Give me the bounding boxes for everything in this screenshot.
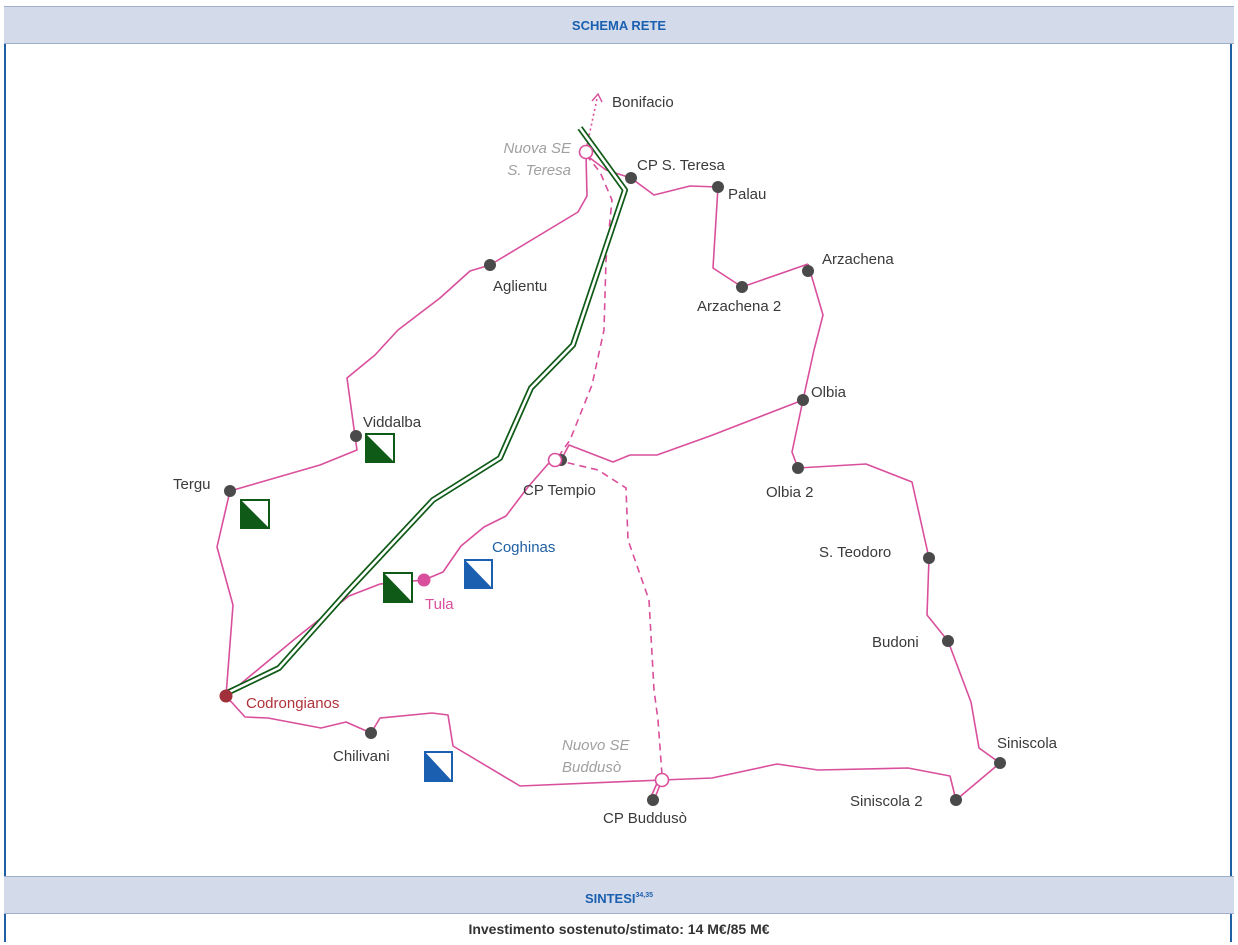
label-olbia: Olbia	[811, 384, 847, 401]
node-codrongianos	[219, 689, 233, 703]
new-substation-budduso	[654, 772, 670, 788]
node-olbia	[797, 394, 809, 406]
line-palau-arzachena	[712, 186, 809, 288]
label-codrongianos: Codrongianos	[246, 695, 339, 712]
label-siniscola-2: Siniscola 2	[850, 793, 923, 810]
label-nuovo-se: Nuovo SE	[562, 737, 631, 754]
content-frame	[4, 6, 1232, 942]
label-chilivani: Chilivani	[333, 748, 390, 765]
label-siniscola: Siniscola	[997, 735, 1058, 752]
node-arzachena-2	[736, 281, 748, 293]
label-palau: Palau	[728, 186, 766, 203]
schema-rete-header: SCHEMA RETE	[4, 6, 1234, 44]
label-coghinas: Coghinas	[492, 539, 555, 556]
label-budoni: Budoni	[872, 634, 919, 651]
node-aglientu	[484, 259, 496, 271]
label-cp-s-teresa: CP S. Teresa	[637, 157, 725, 174]
line-tempio-olbia	[560, 399, 804, 463]
wind-plant-tergu-icon	[240, 499, 270, 529]
label-aglientu: Aglientu	[493, 278, 547, 295]
arrow-bonifacio-icon	[591, 92, 603, 103]
line-olbia2-siniscola	[797, 463, 1001, 764]
node-budoni	[942, 635, 954, 647]
node-cp-budduso	[647, 794, 659, 806]
label-bonifacio: Bonifacio	[612, 94, 674, 111]
label-cp-tempio: CP Tempio	[523, 482, 596, 499]
label-s-teresa: S. Teresa	[507, 162, 571, 179]
sintesi-footnote-ref: 34,35	[635, 892, 654, 899]
investment-summary: Investimento sostenuto/stimato: 14 M€/85…	[468, 921, 770, 937]
node-tergu	[224, 485, 236, 497]
label-arzachena-2: Arzachena 2	[697, 298, 781, 315]
label-arzachena: Arzachena	[822, 251, 894, 268]
line-olbia-olbia2	[791, 399, 804, 469]
line-budduso-chilivani	[370, 712, 663, 787]
node-palau	[712, 181, 724, 193]
hydro-plant-coghinas-icon	[464, 559, 493, 589]
line-tula-tempio	[423, 459, 562, 581]
sintesi-title: SINTESI	[584, 891, 636, 906]
line-chilivani-codrongianos	[225, 695, 372, 734]
wind-plant-tula-icon	[383, 572, 413, 603]
node-cp-s-teresa	[625, 172, 637, 184]
line-s-teresa-palau	[585, 154, 719, 196]
node-siniscola	[994, 757, 1006, 769]
link-bonifacio	[585, 98, 598, 151]
line-viddalba-s-teresa	[346, 154, 588, 437]
new-substation-s-teresa	[578, 144, 594, 160]
label-budduso: Buddusò	[562, 759, 621, 776]
label-olbia-2: Olbia 2	[766, 484, 814, 501]
new-substation-tempio	[547, 452, 563, 468]
label-tergu: Tergu	[173, 476, 211, 493]
node-olbia-2	[792, 462, 804, 474]
line-arzachena-olbia	[802, 263, 824, 401]
node-group	[224, 172, 1006, 806]
node-s-teodoro	[923, 552, 935, 564]
line-siniscola-siniscola2	[661, 762, 1001, 801]
label-s-teodoro: S. Teodoro	[819, 544, 891, 561]
line-codrongianos-tergu	[216, 490, 234, 697]
sintesi-header: SINTESI34,35	[4, 876, 1234, 914]
node-chilivani	[365, 727, 377, 739]
node-tula	[417, 573, 431, 587]
line-tergu-viddalba	[229, 435, 358, 492]
label-cp-budduso: CP Buddusò	[603, 810, 687, 827]
label-viddalba: Viddalba	[363, 414, 422, 431]
node-siniscola-2	[950, 794, 962, 806]
wind-plant-viddalba-icon	[365, 433, 395, 463]
label-tula: Tula	[425, 596, 454, 613]
node-viddalba	[350, 430, 362, 442]
hydro-plant-chilivani-icon	[424, 751, 453, 782]
planned-line-s-teresa-tempio	[555, 154, 613, 461]
schema-rete-title: SCHEMA RETE	[571, 18, 667, 33]
planned-line-tempio-budduso	[555, 459, 663, 776]
node-arzachena	[802, 265, 814, 277]
label-nuova-se: Nuova SE	[503, 140, 572, 157]
